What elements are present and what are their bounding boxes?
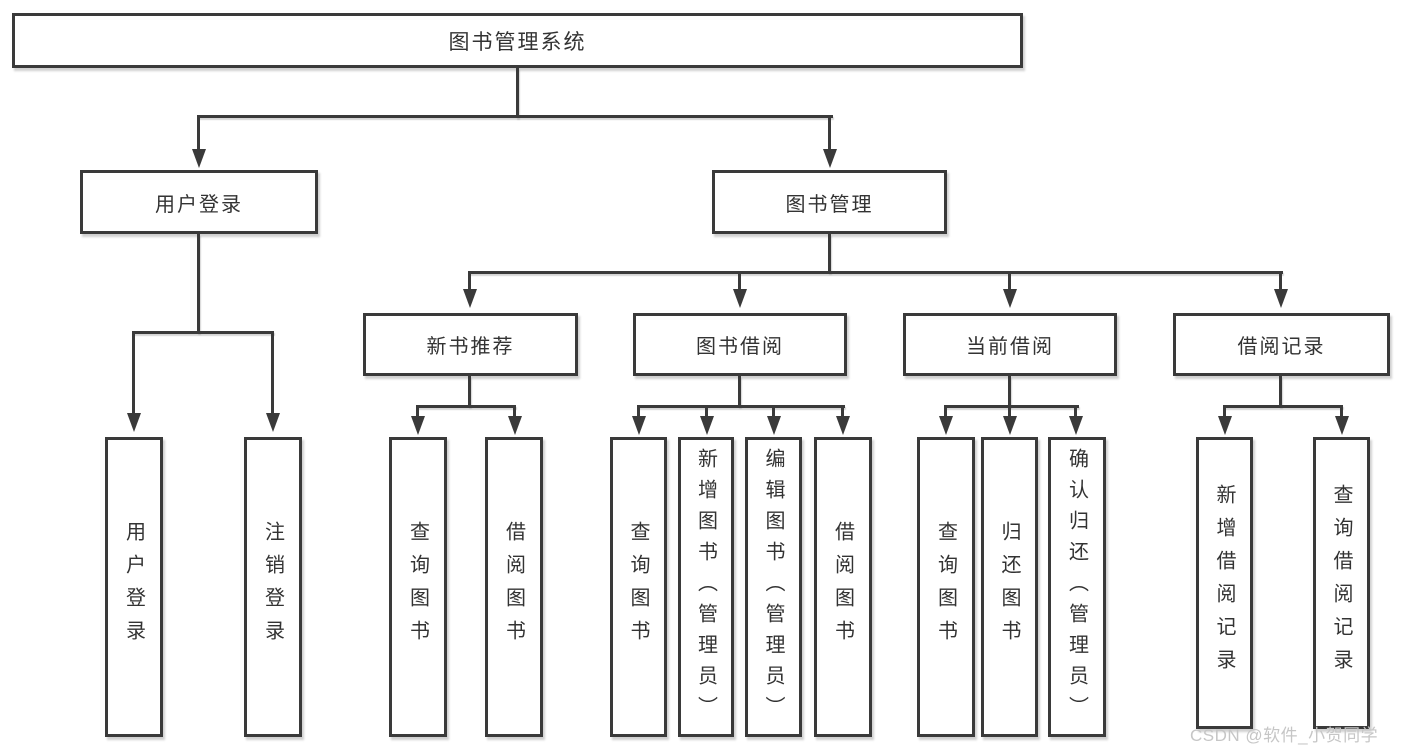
node-current-borrowing: 当前借阅 bbox=[903, 313, 1117, 376]
connector-book-management-stem bbox=[828, 234, 831, 273]
leaf-add-book-admin: 新增图书（管理员） bbox=[678, 437, 734, 737]
arrowhead-to-leaf-user-login bbox=[132, 334, 135, 413]
arrowhead-to-user-login bbox=[197, 118, 200, 149]
leaf-borrow-books-recommend: 借阅图书 bbox=[485, 437, 543, 737]
arrowhead-to-leaf-query-borrow-record bbox=[1340, 408, 1343, 416]
connector-user-login-stem bbox=[197, 234, 200, 333]
connector-new-book-recommend-splitter bbox=[416, 405, 516, 408]
leaf-borrow-books-borrowing: 借阅图书 bbox=[814, 437, 872, 737]
connector-current-borrowing-splitter bbox=[944, 405, 1079, 408]
arrowhead-to-current-borrowing bbox=[1008, 274, 1011, 289]
arrowhead-to-book-borrowing bbox=[738, 274, 741, 289]
node-user-login: 用户登录 bbox=[80, 170, 318, 234]
arrowhead-to-borrowing-records bbox=[1279, 274, 1282, 289]
watermark: CSDN @软件_小贺同学 bbox=[1190, 726, 1379, 745]
connector-borrowing-records-stem bbox=[1279, 376, 1282, 407]
connector-book-management-splitter bbox=[468, 271, 1283, 274]
node-book-borrowing: 图书借阅 bbox=[633, 313, 847, 376]
node-borrowing-records: 借阅记录 bbox=[1173, 313, 1390, 376]
arrowhead-to-leaf-confirm-return bbox=[1074, 408, 1077, 416]
arrowhead-to-leaf-borrow-books-1 bbox=[513, 408, 516, 416]
leaf-logout: 注销登录 bbox=[244, 437, 302, 737]
leaf-edit-book-admin: 编辑图书（管理员） bbox=[745, 437, 802, 737]
leaf-query-books-recommend: 查询图书 bbox=[389, 437, 447, 737]
arrowhead-to-leaf-return-book bbox=[1008, 408, 1011, 416]
leaf-query-books-current: 查询图书 bbox=[917, 437, 975, 737]
connector-current-borrowing-stem bbox=[1008, 376, 1011, 407]
leaf-confirm-return-admin: 确认归还（管理员） bbox=[1048, 437, 1106, 737]
connector-borrowing-records-splitter bbox=[1223, 405, 1343, 408]
connector-book-borrowing-stem bbox=[738, 376, 741, 407]
node-root: 图书管理系统 bbox=[12, 13, 1023, 68]
leaf-query-borrow-record: 查询借阅记录 bbox=[1313, 437, 1370, 729]
leaf-user-login: 用户登录 bbox=[105, 437, 163, 737]
arrowhead-to-leaf-query-books-3 bbox=[944, 408, 947, 416]
node-new-book-recommend: 新书推荐 bbox=[363, 313, 578, 376]
connector-root-stem bbox=[516, 68, 519, 118]
arrowhead-to-leaf-query-books-2 bbox=[637, 408, 640, 416]
node-book-management: 图书管理 bbox=[712, 170, 947, 234]
arrowhead-to-leaf-edit-book bbox=[772, 408, 775, 416]
arrowhead-to-book-management bbox=[828, 118, 831, 149]
connector-root-splitter bbox=[197, 115, 833, 118]
leaf-return-book: 归还图书 bbox=[981, 437, 1038, 737]
leaf-add-borrow-record: 新增借阅记录 bbox=[1196, 437, 1253, 729]
arrowhead-to-leaf-add-borrow-record bbox=[1223, 408, 1226, 416]
arrowhead-to-leaf-logout bbox=[271, 334, 274, 413]
connector-book-borrowing-splitter bbox=[637, 405, 845, 408]
arrowhead-to-leaf-borrow-books-2 bbox=[841, 408, 844, 416]
arrowhead-to-leaf-query-books-1 bbox=[416, 408, 419, 416]
arrowhead-to-new-book-recommend bbox=[468, 274, 471, 289]
connector-new-book-recommend-stem bbox=[468, 376, 471, 407]
arrowhead-to-leaf-add-book bbox=[705, 408, 708, 416]
connector-user-login-splitter bbox=[132, 331, 274, 334]
leaf-query-books-borrowing: 查询图书 bbox=[610, 437, 667, 737]
